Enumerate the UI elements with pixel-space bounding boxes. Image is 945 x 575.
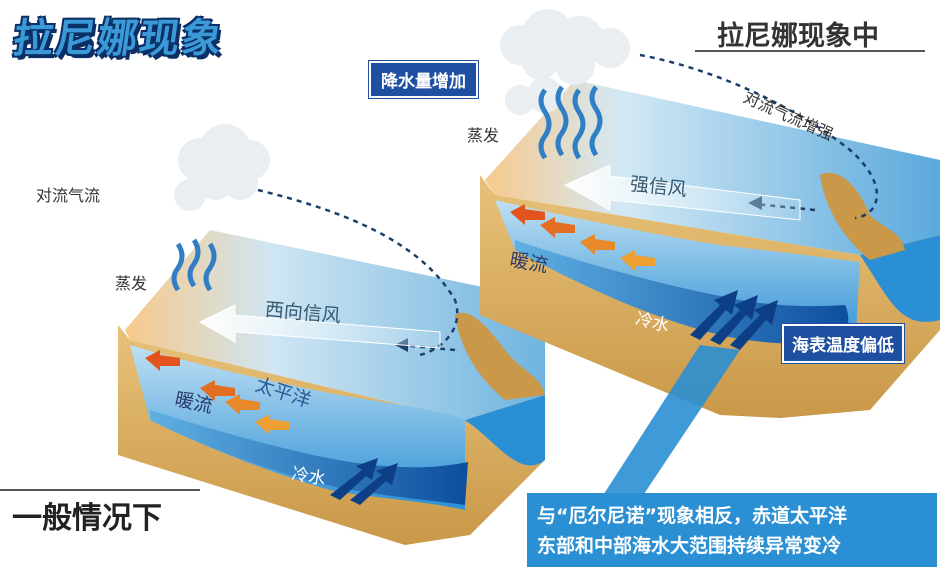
- normal-cloud: [174, 124, 270, 211]
- normal-cold-upwelling-arrows: [330, 458, 398, 505]
- note-pointer: [600, 345, 740, 500]
- normal-convection-label: 对流气流: [36, 186, 101, 205]
- la-nina-evaporation-arrows: [538, 85, 603, 160]
- la-nina-warm-current-arrows: [510, 204, 655, 271]
- normal-trade-wind-arrow: [198, 304, 441, 349]
- normal-continent: [455, 312, 545, 400]
- normal-evaporation-arrows: [171, 238, 217, 292]
- normal-conditions-block: [118, 124, 545, 545]
- subtitle-underline: [695, 50, 925, 52]
- la-nina-wind-label: 强信风: [628, 173, 688, 201]
- normal-caption: 一般情况下: [12, 501, 162, 536]
- note-line-2: 东部和中部海水大范围持续异常变冷: [537, 535, 842, 557]
- normal-convection-path: [257, 188, 459, 357]
- la-nina-cloud: [500, 9, 630, 115]
- normal-east-sea: [465, 395, 545, 466]
- normal-evaporation-label: 蒸发: [115, 274, 148, 293]
- note-line-1: 与“厄尔尼诺”现象相反，赤道太平洋: [537, 505, 847, 527]
- rainfall-increase-label: 降水量增加: [369, 61, 478, 98]
- sst-low-label: 海表温度偏低: [782, 324, 904, 363]
- explanation-note: 与“厄尔尼诺”现象相反，赤道太平洋 东部和中部海水大范围持续异常变冷: [527, 493, 937, 567]
- la-nina-subtitle: 拉尼娜现象中: [717, 21, 879, 52]
- page-title: 拉尼娜现象: [10, 16, 227, 62]
- normal-warm-current-arrows: [145, 350, 290, 435]
- la-nina-evaporation-label: 蒸发: [467, 126, 500, 145]
- la-nina-convection-path: [639, 53, 879, 220]
- normal-caption-box: [0, 489, 200, 541]
- la-nina-trade-wind-arrow: [563, 164, 801, 221]
- la-nina-cold-upwelling-arrows: [690, 290, 778, 350]
